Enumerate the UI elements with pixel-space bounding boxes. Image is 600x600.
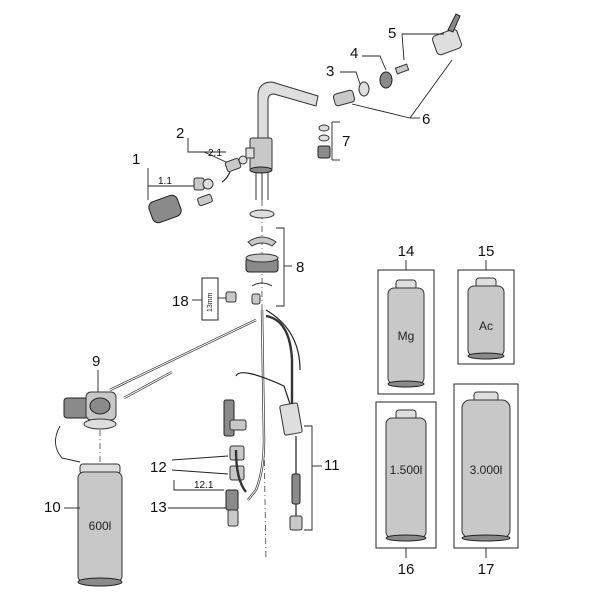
callout-18: 18	[172, 293, 189, 310]
leader-lines	[64, 33, 453, 531]
supply-hoses	[109, 309, 301, 501]
callout-1: 1	[132, 151, 140, 168]
callout-4: 4	[350, 45, 358, 62]
callout-2: 2	[176, 125, 184, 142]
cartridge-15-ac: 15 Ac	[457, 243, 515, 365]
measure-label: 13mm	[207, 292, 214, 312]
part-10-filter-cartridge: 600l	[77, 463, 123, 587]
part-9-filter-head	[55, 370, 173, 463]
callout-12: 12	[150, 459, 167, 476]
part-2-cartridge	[221, 155, 248, 183]
callout-6: 6	[422, 111, 430, 128]
callout-2-1: 2.1	[208, 148, 222, 159]
part-1-handle	[148, 177, 214, 224]
cartridge-17-3000: 3.000l 17	[453, 383, 519, 578]
callout-1-1: 1.1	[158, 176, 172, 187]
callout-3: 3	[326, 63, 334, 80]
cartridge-mg-label: Mg	[398, 329, 415, 343]
callout-5: 5	[388, 25, 396, 42]
callout-15: 15	[478, 243, 495, 260]
callout-11: 11	[324, 457, 340, 474]
callout-13: 13	[150, 499, 167, 516]
cartridge-14-mg: 14 Mg	[377, 243, 435, 395]
cartridge-600-label: 600l	[89, 519, 112, 533]
callout-numbers: 1 1.1 2 2.1 3 4 5 6 7 8 9 10 11 12 12.1 …	[44, 25, 430, 516]
cartridge-ac-label: Ac	[479, 319, 493, 333]
cartridge-16-1500: 1.500l 16	[375, 401, 437, 578]
callout-9: 9	[92, 353, 100, 370]
part-11-control-box	[235, 372, 303, 531]
cartridge-1500-label: 1.500l	[390, 463, 423, 477]
callout-16: 16	[398, 561, 415, 578]
callout-14: 14	[398, 243, 415, 260]
part-7-aerator	[317, 124, 331, 159]
callout-10: 10	[44, 499, 61, 516]
part-3-4-5-valve	[332, 13, 463, 107]
faucet-body	[245, 81, 319, 200]
cartridge-3000-label: 3.000l	[470, 463, 503, 477]
callout-12-1: 12.1	[194, 480, 214, 491]
part-12-13-valves	[223, 399, 247, 527]
part-8-mounting-set	[245, 209, 279, 287]
callout-8: 8	[296, 259, 304, 276]
callout-17: 17	[478, 561, 495, 578]
part-18-connector: 13mm	[201, 277, 261, 321]
callout-7: 7	[342, 133, 350, 150]
